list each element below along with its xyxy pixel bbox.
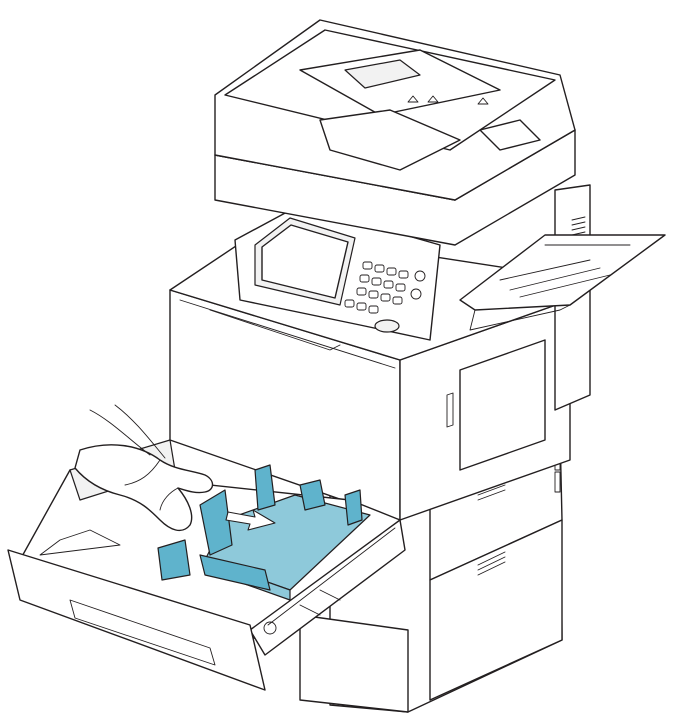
arrow-icon	[225, 509, 276, 531]
hand-icon	[74, 404, 214, 532]
document-feeder-icon	[214, 19, 576, 246]
control-panel-icon	[234, 204, 441, 341]
keypad	[344, 261, 426, 333]
output-tray	[459, 234, 666, 331]
